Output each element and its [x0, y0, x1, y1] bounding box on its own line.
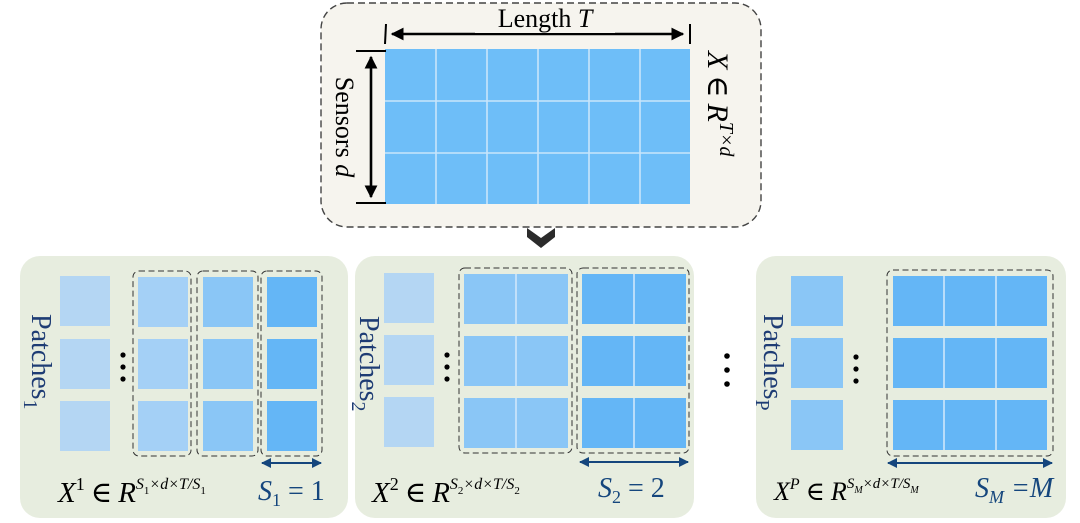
- patch-panel-p: PatchesP XP∈RSM×d×T/SM SM =M: [751, 256, 1066, 518]
- patches-label-1: Patches1: [19, 314, 56, 410]
- length-label: Length T: [498, 4, 594, 33]
- scale-label-2: S2 = 2: [598, 473, 665, 507]
- scale-label-1: S1 = 1: [258, 476, 325, 510]
- patch-formula-2: X2∈RS2×d×T/S2: [371, 474, 520, 509]
- input-matrix: [385, 49, 690, 204]
- length-arrow: [384, 8, 691, 45]
- input-formula: X∈RT×d: [701, 50, 737, 157]
- sensors-label: Sensors d: [330, 77, 359, 178]
- patch-formula-p: XP∈RSM×d×T/SM: [773, 476, 919, 506]
- patch-formula-1: X1∈RS1×d×T/S1: [57, 474, 206, 509]
- sensors-arrow: [356, 50, 386, 204]
- input-series-panel: Length T Sensors d X∈RT×d: [320, 2, 762, 228]
- scale-label-p: SM =M: [975, 473, 1055, 507]
- patch-panel-2: Patches2 X2∈RS2×d×T/S2 S2 = 2: [347, 256, 694, 518]
- more-panels-ellipsis: [724, 353, 730, 387]
- patches-label-p: PatchesP: [751, 314, 788, 411]
- chevron-down-icon: [527, 228, 555, 248]
- patches-label-2: Patches2: [347, 316, 384, 412]
- patch-panel-1: Patches1 X1∈RS1×d×T/S1 S1 = 1: [19, 256, 348, 518]
